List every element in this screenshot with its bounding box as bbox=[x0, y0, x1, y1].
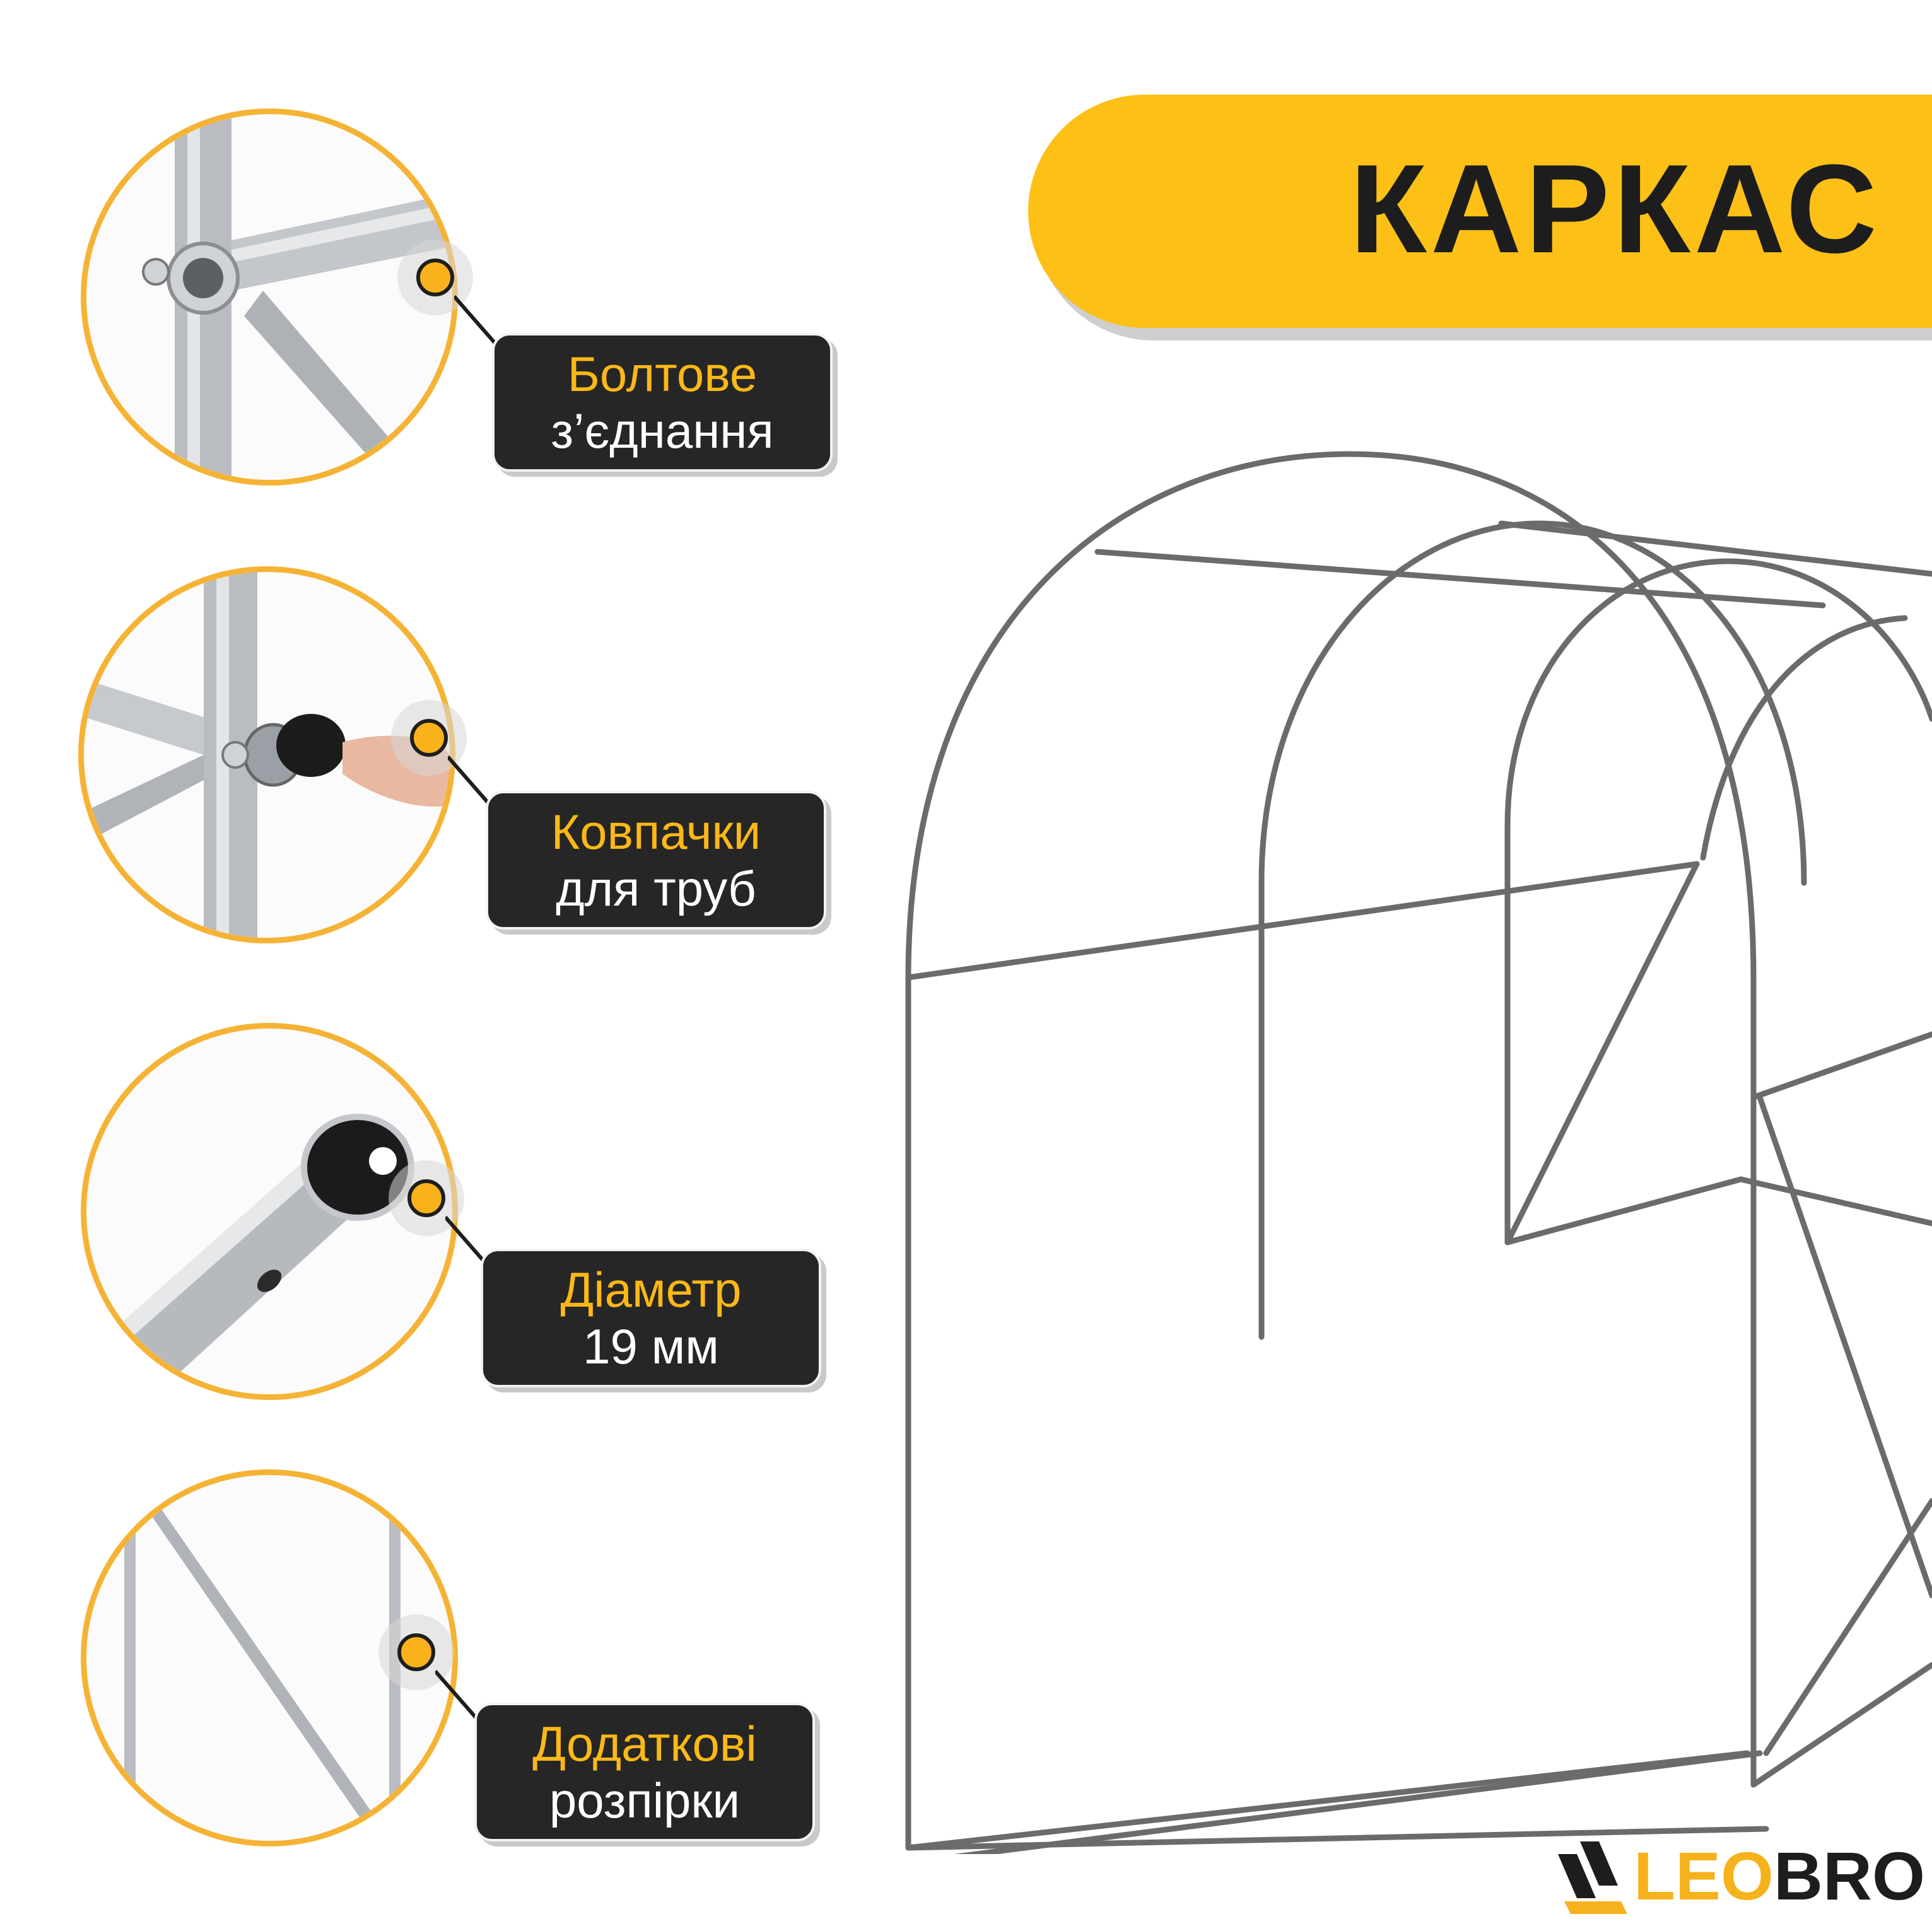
greenhouse-frame-image bbox=[905, 451, 1932, 1854]
feature-title: Болтове bbox=[567, 346, 758, 402]
feature-label-diameter: Діаметр 19 мм bbox=[481, 1249, 821, 1387]
leobro-logo-icon bbox=[1558, 1841, 1627, 1914]
pipe-diameter-image bbox=[81, 1023, 458, 1400]
feature-title: Ковпачки bbox=[551, 804, 761, 860]
feature-label-bolt-connection: Болтове з’єднання bbox=[492, 333, 833, 472]
feature-subtitle: з’єднання bbox=[551, 403, 774, 458]
logo-text-bro: BRO bbox=[1774, 1838, 1926, 1914]
callout-dot-icon bbox=[416, 259, 454, 296]
logo-text-leo: LEO bbox=[1634, 1838, 1774, 1914]
feature-title: Діаметр bbox=[560, 1262, 742, 1317]
feature-title: Додаткові bbox=[532, 1716, 757, 1771]
callout-dot-icon bbox=[397, 1633, 435, 1671]
additional-braces-image bbox=[81, 1469, 458, 1846]
title-banner bbox=[1028, 95, 1932, 328]
page-title: КАРКАС bbox=[1350, 139, 1881, 279]
callout-dot-icon bbox=[407, 1179, 445, 1217]
callout-pin-4 bbox=[378, 1614, 454, 1690]
feature-subtitle: 19 мм bbox=[583, 1319, 719, 1374]
feature-label-pipe-caps: Ковпачки для труб bbox=[486, 791, 826, 930]
feature-subtitle: для труб bbox=[556, 861, 756, 916]
pipe-caps-image bbox=[78, 566, 455, 943]
leobro-logo: LEOBRO bbox=[1552, 1835, 1926, 1917]
feature-label-additional-braces: Додаткові розпірки bbox=[474, 1703, 815, 1841]
callout-dot-icon bbox=[410, 719, 448, 757]
feature-subtitle: розпірки bbox=[549, 1773, 741, 1828]
bolt-connection-image bbox=[81, 108, 458, 486]
callout-pin-1 bbox=[397, 240, 473, 315]
callout-pin-2 bbox=[391, 700, 467, 776]
